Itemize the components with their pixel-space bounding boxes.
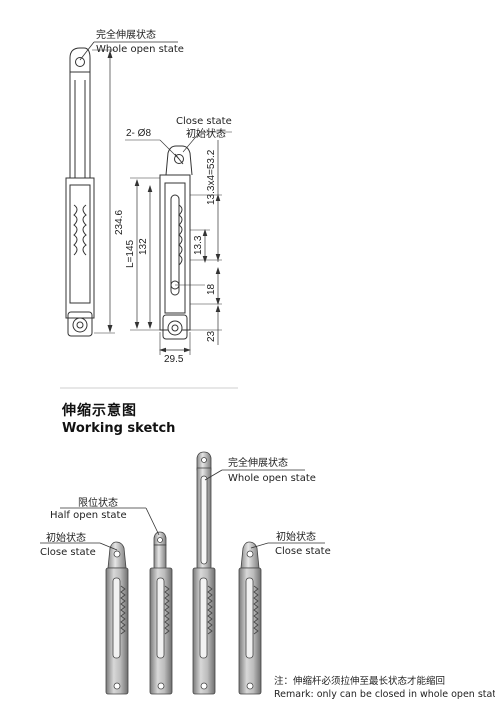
sketch-bar-half-open <box>149 531 173 695</box>
remark-en: Remark: only can be closed in whole open… <box>274 689 495 700</box>
sketch-leaders <box>40 469 325 551</box>
dim-L: L=145 <box>125 239 136 268</box>
whole-open-label-en: Whole open state <box>228 473 316 484</box>
dim-total-length: 234.6 <box>114 210 125 235</box>
dim-18: 18 <box>206 283 217 295</box>
whole-open-label-cn: 完全伸展状态 <box>228 456 288 469</box>
remark-cn: 注：伸缩杆必须拉伸至最长状态才能缩回 <box>274 675 445 687</box>
close-right-label-en: Close state <box>275 546 331 557</box>
sketch-title-en: Working sketch <box>62 421 176 436</box>
close-left-label-cn: 初始状态 <box>46 531 86 544</box>
half-state-label-en: Half open state <box>50 510 127 521</box>
sketch-bar-close-right <box>238 541 262 695</box>
hole-dimension: 2- Ø8 <box>126 128 151 139</box>
dim-pitch-total: 13.3x4=53.2 <box>206 149 217 205</box>
open-state-label-cn: 完全伸展状态 <box>96 28 156 41</box>
sketch-bar-whole-open <box>192 451 216 695</box>
close-state-label-cn: 初始状态 <box>186 127 226 140</box>
open-state-label-en: Whole open state <box>96 44 184 55</box>
open-state-leader <box>79 41 178 61</box>
sketch-title-cn: 伸缩示意图 <box>62 403 137 419</box>
close-state-dimensions <box>125 131 232 355</box>
dim-pitch: 13.3 <box>193 235 204 255</box>
dim-23: 23 <box>206 330 217 342</box>
sketch-bar-close-left <box>105 541 129 695</box>
close-right-label-cn: 初始状态 <box>276 530 316 543</box>
dim-132: 132 <box>138 238 149 255</box>
close-left-label-en: Close state <box>40 547 96 558</box>
open-state-stay-drawing <box>65 47 115 337</box>
half-state-label-cn: 限位状态 <box>78 496 118 509</box>
close-state-stay-drawing <box>159 145 205 340</box>
dim-width: 29.5 <box>164 354 184 365</box>
close-state-label-en: Close state <box>176 116 232 127</box>
